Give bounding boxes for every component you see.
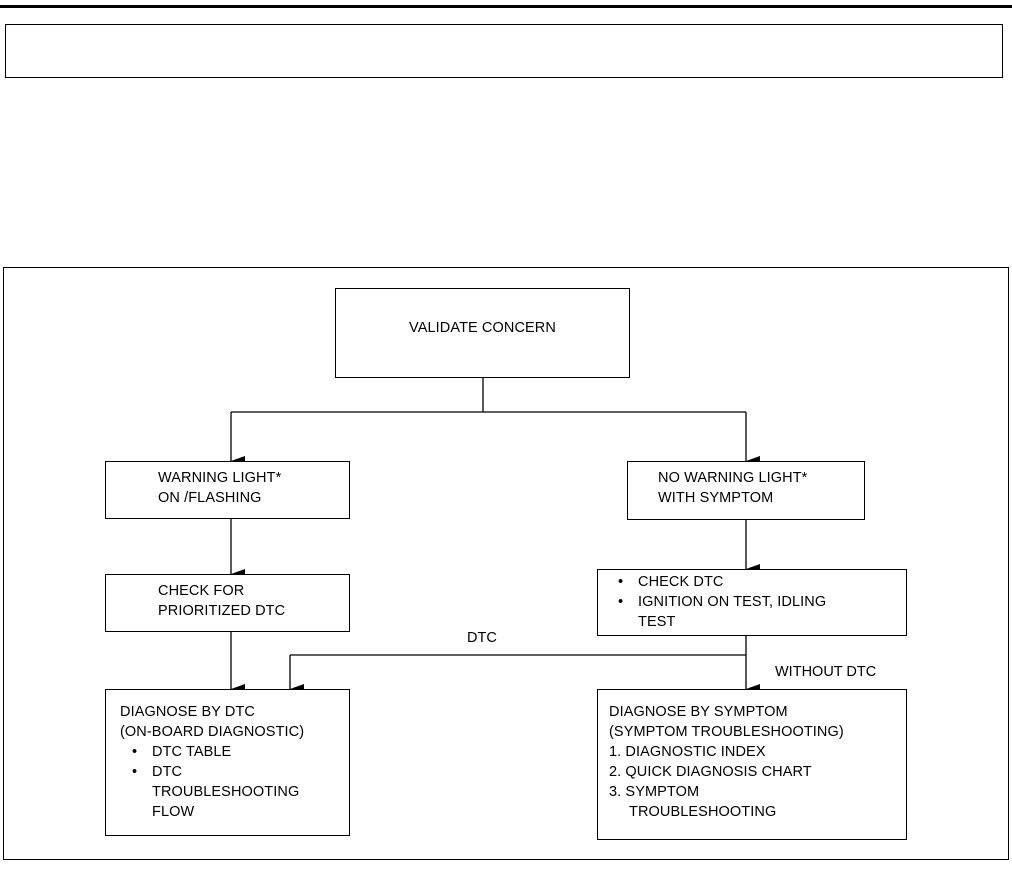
bullet-text: IGNITION ON TEST, IDLING (638, 594, 827, 610)
bullet-icon: • (618, 574, 624, 590)
bullet-icon: • (618, 594, 624, 610)
bullet-continuation: TEST (638, 614, 676, 630)
node-check-prioritized-dtc: CHECK FOR PRIORITIZED DTC (105, 574, 350, 632)
node-line: DIAGNOSE BY DTC (120, 704, 255, 720)
bullet-text: DTC TABLE (152, 744, 232, 760)
node-line: WITH SYMPTOM (658, 490, 774, 506)
bullet-icon: • (132, 744, 138, 760)
node-check-dtc: • CHECK DTC • IGNITION ON TEST, IDLING TES… (597, 569, 907, 636)
node-diagnose-by-dtc: DIAGNOSE BY DTC (ON-BOARD DIAGNOSTIC) • D… (105, 689, 350, 836)
node-line: 1. DIAGNOSTIC INDEX (609, 744, 766, 760)
node-line: ON /FLASHING (158, 490, 262, 506)
node-line: 2. QUICK DIAGNOSIS CHART (609, 764, 812, 780)
header-box (5, 24, 1003, 78)
node-line: PRIORITIZED DTC (158, 603, 286, 619)
node-line: (SYMPTOM TROUBLESHOOTING) (609, 724, 844, 740)
node-warning-light-on: WARNING LIGHT* ON /FLASHING (105, 461, 350, 519)
bullet-item: • CHECK DTC (618, 572, 906, 592)
node-line: 3. SYMPTOM (609, 784, 700, 800)
node-line: CHECK FOR (158, 583, 245, 599)
node-diagnose-by-symptom: DIAGNOSE BY SYMPTOM (SYMPTOM TROUBLESHOO… (597, 689, 907, 840)
edge-label-without-dtc: WITHOUT DTC (775, 664, 877, 680)
node-line: DIAGNOSE BY SYMPTOM (609, 704, 788, 720)
edge-label-dtc: DTC (467, 630, 497, 646)
bullet-continuation: TROUBLESHOOTING (152, 784, 300, 800)
bullet-icon: • (132, 764, 138, 780)
node-line-continuation: TROUBLESHOOTING (629, 804, 777, 820)
bullet-item: • IGNITION ON TEST, IDLING (618, 592, 906, 612)
node-validate-concern: VALIDATE CONCERN (335, 288, 630, 378)
node-no-warning-light: NO WARNING LIGHT* WITH SYMPTOM (627, 461, 865, 520)
node-line: WARNING LIGHT* (158, 470, 282, 486)
node-line: (ON-BOARD DIAGNOSTIC) (120, 724, 305, 740)
node-line: NO WARNING LIGHT* (658, 470, 808, 486)
bullet-item: • DTC TABLE (120, 742, 349, 762)
bullet-item: • DTC (120, 762, 349, 782)
node-validate-label: VALIDATE CONCERN (409, 320, 556, 336)
bullet-text: CHECK DTC (638, 574, 724, 590)
bullet-text: DTC (152, 764, 183, 780)
diagram-frame (3, 267, 1009, 860)
top-rule (0, 5, 1012, 8)
bullet-continuation: FLOW (152, 804, 195, 820)
